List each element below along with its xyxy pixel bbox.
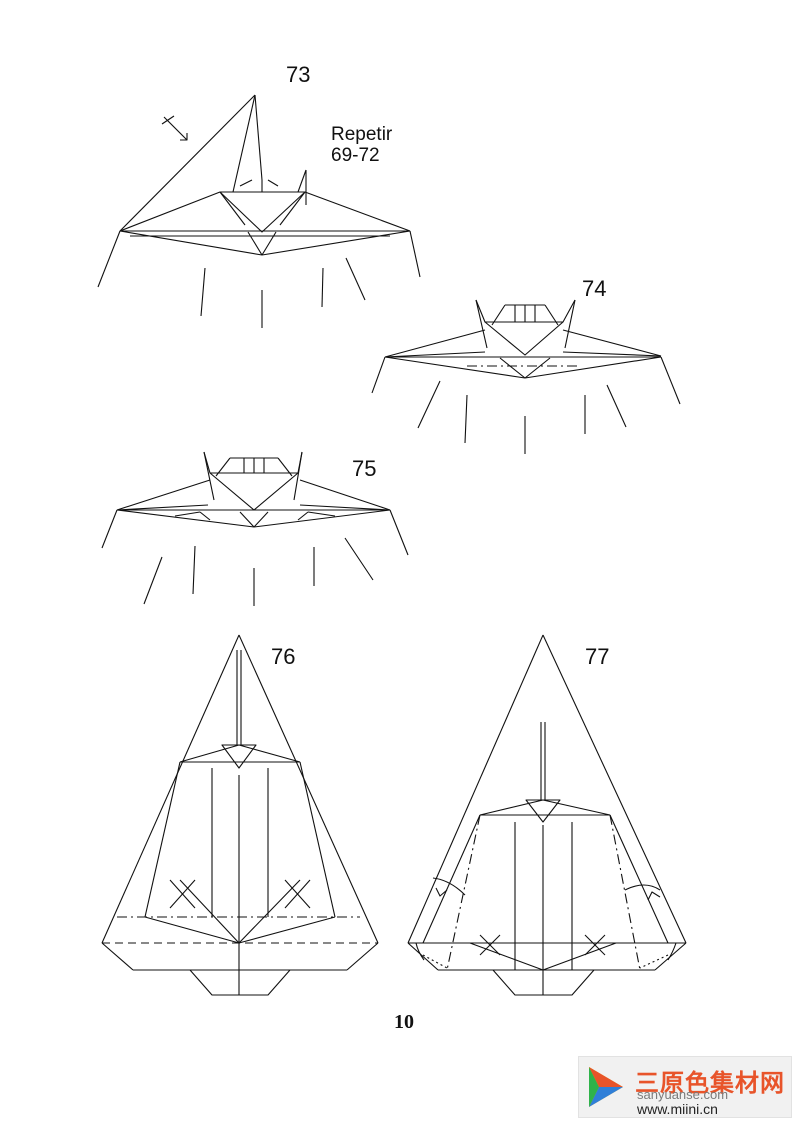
step-number-76: 76 (271, 644, 296, 669)
step-76-figure (101, 634, 379, 996)
repeat-instruction-line1: Repetir (331, 124, 393, 145)
watermark: 三原色集材网 sanyuanse.com www.miini.cn (578, 1056, 792, 1118)
watermark-chinese-text: 三原色集材网 (635, 1070, 785, 1097)
step-74-figure (371, 299, 681, 454)
step-77-figure (407, 634, 687, 996)
step-number-73: 73 (286, 62, 311, 87)
watermark-site: www.miini.cn (637, 1101, 718, 1117)
play-logo-icon (589, 1067, 623, 1107)
page-number: 10 (394, 1011, 414, 1033)
step-number-74: 74 (582, 276, 607, 301)
watermark-pinyin: sanyuanse.com (637, 1087, 729, 1102)
repeat-instruction: Repetir 69-72 (331, 124, 392, 166)
repeat-instruction-line2: 69-72 (331, 145, 380, 166)
step-73-figure (97, 94, 421, 328)
step-75-figure (101, 451, 409, 606)
step-number-75: 75 (352, 456, 377, 481)
step-number-77: 77 (585, 644, 610, 669)
